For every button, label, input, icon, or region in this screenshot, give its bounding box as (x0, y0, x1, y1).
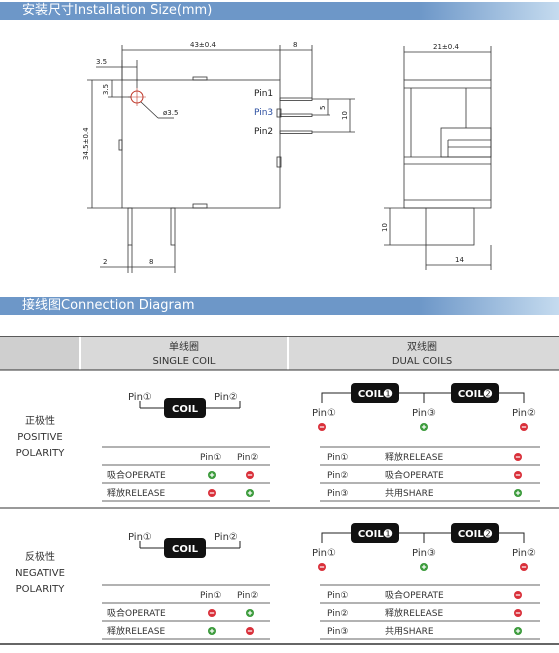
minus-icon (520, 423, 528, 431)
plus-icon (514, 627, 522, 635)
dim-phi: ø3.5 (163, 109, 178, 117)
neg-single-pin1: Pin① (128, 532, 152, 543)
pos-dual-r2-label: 吸合OPERATE (385, 469, 444, 481)
plus-icon (514, 489, 522, 497)
dim-3-5-side: 3.5 (102, 84, 110, 95)
plus-icon (246, 489, 254, 497)
dim-2: 2 (103, 258, 107, 266)
plus-icon (246, 609, 254, 617)
pos-single-coil: COIL (172, 404, 199, 415)
minus-icon (514, 471, 522, 479)
minus-icon (318, 423, 326, 431)
neg-dual-r2-pin: Pin② (327, 609, 349, 619)
connection-diagram-banner: 接线图Connection Diagram (0, 297, 559, 315)
minus-icon (246, 471, 254, 479)
neg-dual-pin2: Pin② (512, 548, 536, 559)
minus-icon (520, 563, 528, 571)
dual-coil-en: DUAL COILS (392, 356, 452, 367)
pos-single-hdr-pin1: Pin① (200, 453, 222, 463)
pos-dual-coil2: COIL➋ (458, 389, 493, 400)
positive-en2: POLARITY (16, 448, 66, 459)
minus-icon (318, 563, 326, 571)
pos-dual-r1-label: 释放RELEASE (385, 451, 444, 463)
pos-dual-pin2: Pin② (512, 408, 536, 419)
neg-single-hdr-pin2: Pin② (237, 591, 259, 601)
dim-10-side: 10 (381, 223, 389, 232)
dim-pin1: Pin1 (254, 89, 273, 99)
pos-single-row-release: 释放RELEASE (107, 487, 166, 499)
connection-table: 单线圈 SINGLE COIL 双线圈 DUAL COILS 正极性 POSIT… (0, 336, 559, 645)
neg-single-pin2: Pin② (214, 532, 238, 543)
pos-dual-r3-pin: Pin③ (327, 489, 349, 499)
minus-icon (514, 453, 522, 461)
neg-dual-r3-pin: Pin③ (327, 627, 349, 637)
dim-width-21: 21±0.4 (433, 43, 459, 51)
pos-dual-r1-pin: Pin① (327, 453, 349, 463)
neg-single-row-operate: 吸合OPERATE (107, 607, 166, 619)
pos-dual-coil1: COIL➊ (358, 389, 393, 400)
pos-dual-pin3: Pin③ (412, 408, 436, 419)
neg-dual-r1-label: 吸合OPERATE (385, 589, 444, 601)
neg-dual-pin1: Pin① (312, 548, 336, 559)
pos-single-row-operate: 吸合OPERATE (107, 469, 166, 481)
negative-en2: POLARITY (16, 584, 66, 595)
dim-8-top: 8 (293, 41, 297, 49)
neg-dual-r3-label: 共用SHARE (385, 626, 434, 637)
minus-icon (246, 627, 254, 635)
dim-pin3: Pin3 (254, 108, 273, 118)
dim-3-5-top: 3.5 (96, 58, 107, 66)
dim-5: 5 (319, 106, 327, 110)
pos-dual-pin1: Pin① (312, 408, 336, 419)
neg-single-row-release: 释放RELEASE (107, 625, 166, 637)
dim-height-34: 34.5±0.4 (82, 127, 90, 160)
single-coil-en: SINGLE COIL (153, 356, 216, 367)
minus-icon (514, 609, 522, 617)
positive-cn: 正极性 (25, 414, 55, 427)
dim-width-43: 43±0.4 (190, 41, 216, 49)
dim-pin2: Pin2 (254, 127, 273, 137)
single-coil-cn: 单线圈 (169, 340, 199, 353)
pos-single-pin2: Pin② (214, 392, 238, 403)
plus-icon (420, 423, 428, 431)
installation-drawing: 43±0.4 8 3.5 ø3.5 Pin1 Pin3 Pin2 2 8 21±… (82, 41, 492, 273)
minus-icon (208, 489, 216, 497)
dim-14: 14 (455, 256, 464, 264)
pos-single-pin1: Pin① (128, 392, 152, 403)
neg-single-hdr-pin1: Pin① (200, 591, 222, 601)
neg-single-coil: COIL (172, 544, 199, 555)
pos-single-hdr-pin2: Pin② (237, 453, 259, 463)
pos-dual-r3-label: 共用SHARE (385, 488, 434, 499)
installation-size-banner: 安装尺寸Installation Size(mm) (0, 2, 559, 20)
negative-en1: NEGATIVE (15, 568, 65, 579)
neg-dual-r1-pin: Pin① (327, 591, 349, 601)
pos-dual-r2-pin: Pin② (327, 471, 349, 481)
minus-icon (208, 609, 216, 617)
neg-dual-pin3: Pin③ (412, 548, 436, 559)
plus-icon (420, 563, 428, 571)
positive-en1: POSITIVE (17, 432, 62, 443)
neg-dual-coil1: COIL➊ (358, 529, 393, 540)
negative-cn: 反极性 (25, 550, 55, 563)
dual-coil-cn: 双线圈 (407, 340, 437, 353)
plus-icon (208, 627, 216, 635)
dim-8-bottom: 8 (149, 258, 153, 266)
neg-dual-coil2: COIL➋ (458, 529, 493, 540)
plus-icon (208, 471, 216, 479)
dim-10-right: 10 (341, 111, 349, 120)
neg-dual-r2-label: 释放RELEASE (385, 607, 444, 619)
minus-icon (514, 591, 522, 599)
